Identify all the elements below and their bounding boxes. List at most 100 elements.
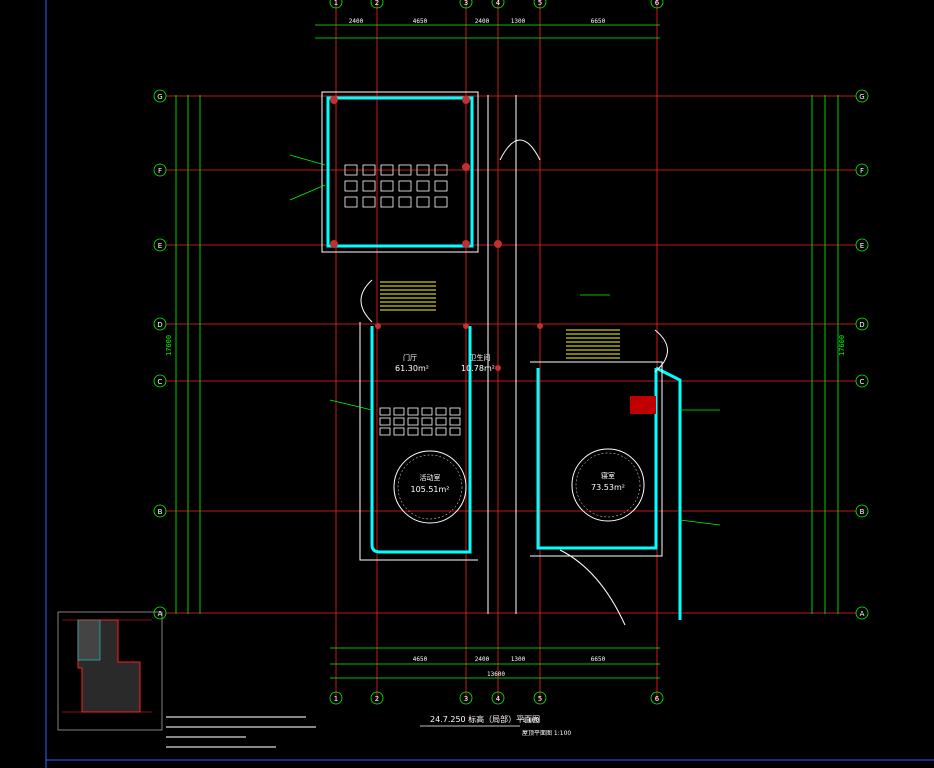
axis-bubble-left-G <box>153 89 167 103</box>
room-mid-name: 卫生间 <box>470 353 491 362</box>
axis-bubble-top-2 <box>370 0 384 9</box>
axis-label-right-D: D <box>859 321 864 329</box>
axis-label-left-E: E <box>158 242 162 250</box>
desk-top-2-5 <box>434 196 448 208</box>
room-labels: 活动室 105.51m² 寝室 73.53m² 卫生间 10.78m² 门厅 6… <box>395 353 625 494</box>
desk-left-2-4 <box>435 427 447 436</box>
desk-left-0-5 <box>449 407 461 416</box>
desk-left-0-0 <box>379 407 391 416</box>
axis-label-top-5: 5 <box>538 0 542 7</box>
desk-left-1-2 <box>407 417 419 426</box>
title-block: 24.7.250 标高（局部）平面图 1:100 屋顶平面图 1:100 <box>420 714 571 737</box>
dim-top-1: 4650 <box>413 18 428 25</box>
axis-label-left-F: F <box>158 167 162 175</box>
desk-top-0-4 <box>416 164 430 176</box>
axis-bubble-top-5 <box>533 0 547 9</box>
key-plan <box>57 611 163 731</box>
axis-bubble-bottom-6 <box>650 691 664 705</box>
desk-top-1-2 <box>380 180 394 192</box>
axis-label-bottom-4: 4 <box>496 695 501 703</box>
axis-bubble-right-E <box>855 238 869 252</box>
desk-left-2-5 <box>449 427 461 436</box>
axis-bubble-right-F <box>855 163 869 177</box>
axis-label-top-1: 1 <box>334 0 338 7</box>
axis-bubble-bottom-4 <box>491 691 505 705</box>
desk-top-1-5 <box>434 180 448 192</box>
axis-label-right-C: C <box>860 378 865 386</box>
axis-bubble-left-C <box>153 374 167 388</box>
axis-bubble-bottom-1 <box>329 691 343 705</box>
axis-bubble-left-F <box>153 163 167 177</box>
dim-top-3: 1300 <box>511 18 526 25</box>
axis-bubble-right-B <box>855 504 869 518</box>
desk-left-2-1 <box>393 427 405 436</box>
dim-top-4: 6650 <box>591 18 606 25</box>
axis-bubble-bottom-5 <box>533 691 547 705</box>
axis-label-right-E: E <box>860 242 864 250</box>
room-right-name: 寝室 <box>601 471 615 480</box>
axis-label-top-2: 2 <box>375 0 379 7</box>
curved-walls <box>360 139 668 626</box>
round-tables <box>393 448 645 524</box>
axis-bubble-left-B <box>153 504 167 518</box>
desk-left-2-0 <box>379 427 391 436</box>
axis-bubble-bottom-3 <box>459 691 473 705</box>
dim-top-0: 2400 <box>349 18 364 25</box>
stairs <box>380 281 620 359</box>
drawing-subtitle: 屋顶平面图 1:100 <box>522 730 571 737</box>
room-left-name: 活动室 <box>420 473 441 482</box>
axis-label-bottom-5: 5 <box>538 695 542 703</box>
axis-label-right-B: B <box>860 508 865 516</box>
dim-bottom-3: 6650 <box>591 656 606 663</box>
desk-top-0-1 <box>362 164 376 176</box>
room-left-area: 105.51m² <box>411 485 450 494</box>
axis-grid-rows <box>166 95 856 614</box>
desk-left-1-5 <box>449 417 461 426</box>
dim-bottom-total: 13600 <box>487 671 505 678</box>
right-total-dim: 17600 <box>838 335 846 356</box>
axis-bubble-right-G <box>855 89 869 103</box>
axis-bubble-left-A <box>153 606 167 620</box>
desk-top-2-2 <box>380 196 394 208</box>
axis-label-left-D: D <box>157 321 162 329</box>
axis-label-left-A: A <box>158 610 163 618</box>
dim-bottom-0: 4650 <box>413 656 428 663</box>
desk-left-0-1 <box>393 407 405 416</box>
axis-bubble-top-4 <box>491 0 505 9</box>
axis-label-bottom-2: 2 <box>375 695 379 703</box>
desk-top-2-1 <box>362 196 376 208</box>
axis-bubble-right-C <box>855 374 869 388</box>
desk-top-1-3 <box>398 180 412 192</box>
desk-left-0-4 <box>435 407 447 416</box>
drawing-scale: 1:100 <box>522 717 539 724</box>
axis-label-right-A: A <box>860 610 865 618</box>
desk-top-0-3 <box>398 164 412 176</box>
desk-left-2-3 <box>421 427 433 436</box>
desk-top-2-3 <box>398 196 412 208</box>
desk-top-1-1 <box>362 180 376 192</box>
axis-label-top-3: 3 <box>464 0 468 7</box>
axis-bubble-top-1 <box>329 0 343 9</box>
desk-left-1-3 <box>421 417 433 426</box>
annotation-leaders <box>289 154 721 526</box>
axis-label-bottom-3: 3 <box>464 695 468 703</box>
desk-left-0-2 <box>407 407 419 416</box>
building-outline <box>321 91 663 614</box>
drawing-title: 24.7.250 标高（局部）平面图 <box>430 714 540 724</box>
desk-left-1-4 <box>435 417 447 426</box>
axis-label-top-4: 4 <box>496 0 501 7</box>
desk-top-1-4 <box>416 180 430 192</box>
dimension-text-top: 2400 4650 2400 1300 6650 <box>349 18 606 25</box>
room-hall-area: 61.30m² <box>395 364 429 373</box>
desk-top-0-5 <box>434 164 448 176</box>
dim-bottom-1: 2400 <box>475 656 490 663</box>
axis-label-right-F: F <box>860 167 864 175</box>
dim-top-2: 2400 <box>475 18 490 25</box>
room-hall-name: 门厅 <box>403 353 417 362</box>
desk-left-2-2 <box>407 427 419 436</box>
axis-label-left-B: B <box>158 508 163 516</box>
axis-bubble-right-A <box>855 606 869 620</box>
